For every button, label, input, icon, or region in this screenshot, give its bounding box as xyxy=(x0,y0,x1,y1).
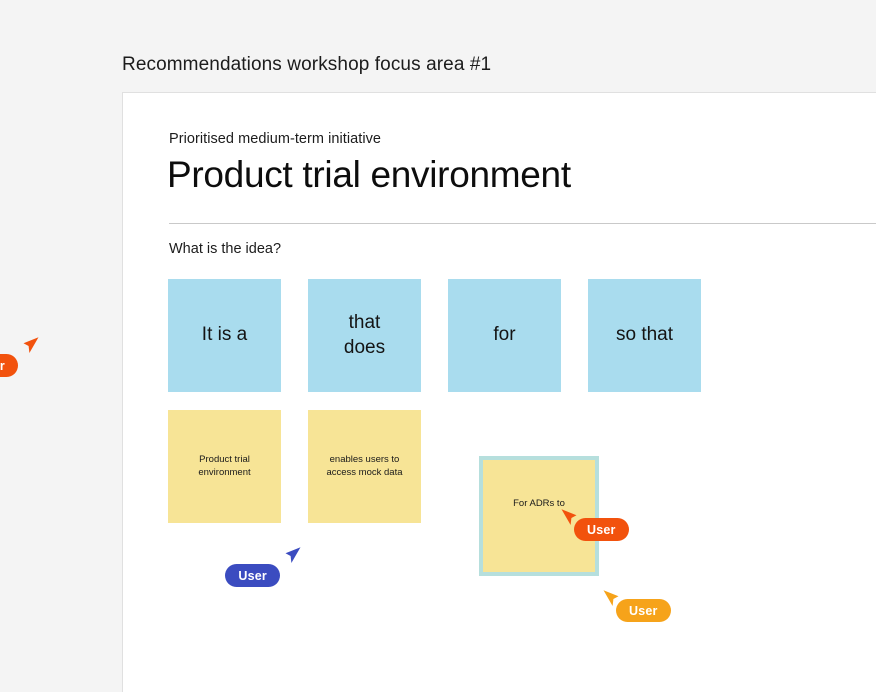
cursor-label: User xyxy=(616,599,671,622)
cursor-arrow-icon xyxy=(280,546,302,570)
sticky-note-text: It is a xyxy=(201,324,248,346)
idea-card: Prioritised medium-term initiative Produ… xyxy=(122,92,876,692)
sticky-note-text: enables users to access mock data xyxy=(326,454,403,478)
app-root: Recommendations workshop focus area #1 P… xyxy=(0,54,876,692)
card-divider xyxy=(169,223,876,224)
sticky-note-text: that does xyxy=(343,312,386,358)
sticky-note-prompt[interactable]: It is a xyxy=(168,279,281,392)
sticky-note-text: For ADRs to xyxy=(513,497,565,509)
cursor-label: User xyxy=(225,564,280,587)
cursor-label: User xyxy=(574,518,629,541)
sticky-note-prompt[interactable]: that does xyxy=(308,279,421,392)
cursor-arrow-icon xyxy=(18,336,40,360)
cursor-label: User xyxy=(0,354,18,377)
sticky-note-text: Product trial environment xyxy=(198,454,251,478)
page-title: Recommendations workshop focus area #1 xyxy=(122,54,492,75)
sticky-note-prompt[interactable]: so that xyxy=(588,279,701,392)
sticky-note-answer[interactable]: Product trial environment xyxy=(168,410,281,523)
cursor-arrow-icon xyxy=(602,589,624,613)
sticky-note-text: for xyxy=(493,324,516,346)
section-label-what-is-the-idea: What is the idea? xyxy=(169,241,282,257)
card-title: Product trial environment xyxy=(167,154,571,195)
sticky-note-prompt[interactable]: for xyxy=(448,279,561,392)
sticky-note-answer-selected[interactable]: For ADRs to xyxy=(479,456,599,576)
cursor-arrow-icon xyxy=(560,508,582,532)
card-eyebrow: Prioritised medium-term initiative xyxy=(169,131,382,147)
idea-card-content: Prioritised medium-term initiative Produ… xyxy=(167,93,876,692)
sticky-note-text: so that xyxy=(615,324,674,346)
sticky-note-answer[interactable]: enables users to access mock data xyxy=(308,410,421,523)
